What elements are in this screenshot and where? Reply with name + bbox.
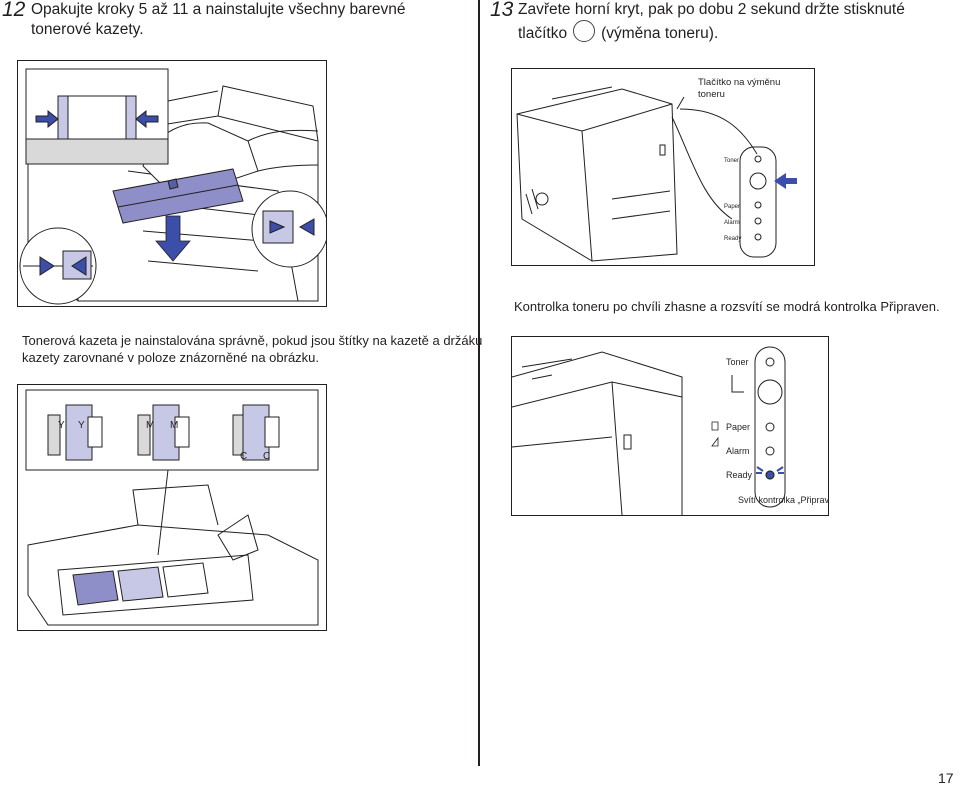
panel-toner-label: Toner [726,357,749,367]
panel-paper-label: Paper [726,422,750,432]
step-13-title-line-2b: (výměna toneru). [601,25,719,42]
step-12-caption-line-2: kazety zarovnané v poloze znázorněné na … [22,350,320,365]
step-12-number: 12 [2,0,26,21]
panel-alarm-label: Alarm [726,446,750,456]
step-12-title-line-1: Opakujte kroky 5 až 11 a nainstalujte vš… [31,1,406,18]
page-number: 17 [938,770,954,786]
slot-alignment-illustration: Y Y M M C C [17,384,327,631]
ready-light-callout: Svítí kontrolka „Připraven“ [738,495,828,505]
toner-insert-illustration [17,60,327,307]
panel-label-ready: Ready [724,236,741,242]
panel-label-toner: Toner [724,158,739,164]
slot-label-y-2: Y [78,420,85,431]
printer-button-illustration: Tlačítko na výměnu toneru Toner Paper Al… [511,68,815,266]
panel-label-alarm: Alarm [724,220,740,226]
toner-button-callout-line-1: Tlačítko na výměnu [698,77,780,88]
ready-light-illustration: Toner Paper Alarm Ready Svítí kontrolka … [511,336,829,516]
slot-label-y-1: Y [58,420,65,431]
slot-label-m-1: M [146,420,154,431]
panel-label-paper: Paper [724,204,740,210]
slot-label-c-2: C [263,451,270,462]
toner-button-callout-line-2: toneru [698,89,725,100]
step-13-caption: Kontrolka toneru po chvíli zhasne a rozs… [514,299,940,314]
slot-label-m-2: M [170,420,178,431]
step-13-title-line-1: Zavřete horní kryt, pak po dobu 2 sekund… [518,1,905,18]
step-13-number: 13 [490,0,514,21]
panel-ready-label: Ready [726,470,753,480]
step-12-title-line-2: tonerové kazety. [31,21,144,38]
step-12-caption-line-1: Tonerová kazeta je nainstalována správně… [22,333,483,348]
slot-label-c-1: C [240,451,247,462]
step-13-title-line-2: tlačítko (výměna toneru). [518,20,718,44]
toner-replace-button-icon [573,20,596,42]
column-divider [478,0,480,766]
step-13-title-line-2a: tlačítko [518,25,568,42]
